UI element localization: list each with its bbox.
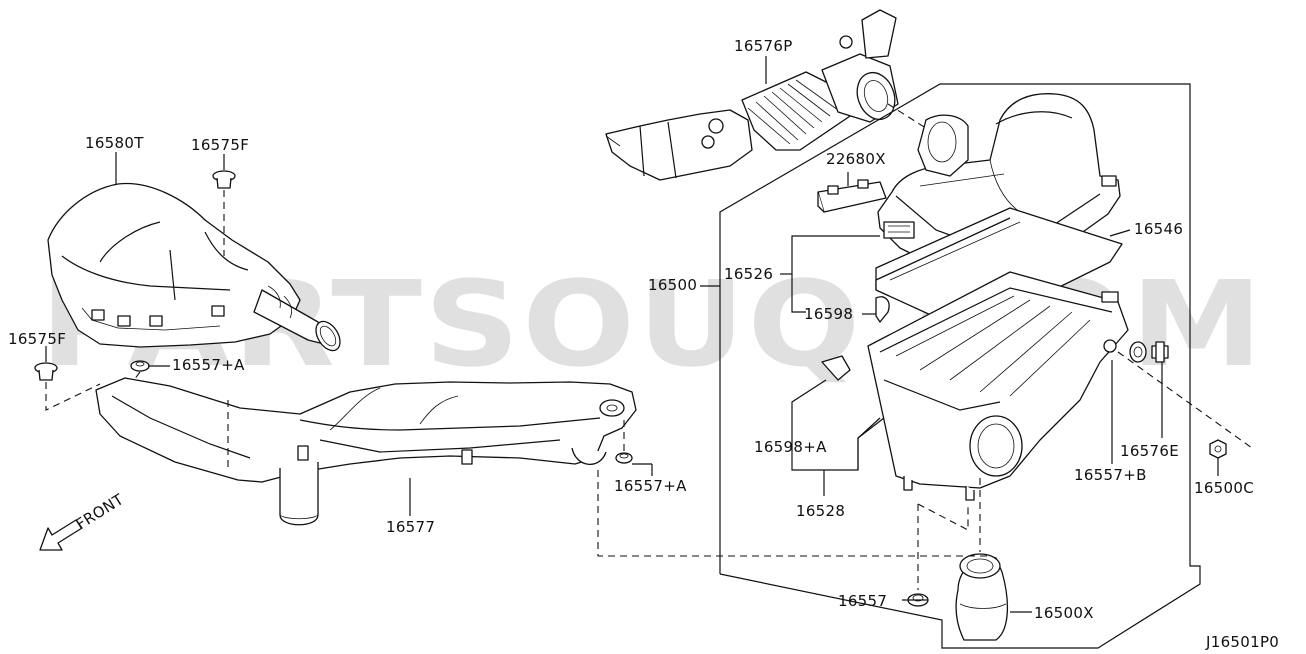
label-16557A-top: 16557+A <box>172 356 245 374</box>
air-flow-sensor-22680X[interactable] <box>817 179 887 213</box>
seal-16598A[interactable] <box>821 355 851 381</box>
grommet-16557A-bottom[interactable] <box>615 452 633 464</box>
label-16526: 16526 <box>724 265 773 283</box>
label-16500C: 16500C <box>1194 479 1254 497</box>
label-16557A-bottom: 16557+A <box>614 477 687 495</box>
seal-16598[interactable] <box>875 296 890 323</box>
label-16528: 16528 <box>796 502 845 520</box>
label-16575F-top: 16575F <box>191 136 249 154</box>
duct-cover-16580T[interactable] <box>47 182 345 354</box>
front-direction-indicator: FRONT <box>39 490 128 551</box>
label-16598: 16598 <box>804 305 853 323</box>
label-16557B: 16557+B <box>1074 466 1147 484</box>
cleaner-case-16528[interactable] <box>867 271 1129 501</box>
label-16576P: 16576P <box>734 37 793 55</box>
grommet-16557B[interactable] <box>1129 341 1147 363</box>
label-22680X: 22680X <box>826 150 886 168</box>
label-16577: 16577 <box>386 518 435 536</box>
label-16576E: 16576E <box>1120 442 1179 460</box>
bracket-16500 <box>719 83 1201 649</box>
label-16598A: 16598+A <box>754 438 827 456</box>
diagram-code: J16501P0 <box>1205 633 1279 651</box>
filter-element-16546[interactable] <box>875 207 1123 333</box>
front-label: FRONT <box>73 490 128 533</box>
label-16575F-left: 16575F <box>8 330 66 348</box>
clip-16575F-top[interactable] <box>212 170 236 189</box>
label-16500: 16500 <box>648 276 697 294</box>
label-16580T: 16580T <box>85 134 144 152</box>
clip-16575F-left[interactable] <box>34 362 58 381</box>
grommet-16557A-top[interactable] <box>130 360 150 372</box>
label-16500X: 16500X <box>1034 604 1094 622</box>
bolt-16576E[interactable] <box>1151 341 1169 363</box>
label-16557: 16557 <box>838 592 887 610</box>
label-16546: 16546 <box>1134 220 1183 238</box>
inlet-duct-16576P[interactable] <box>605 9 901 181</box>
air-duct-16577[interactable] <box>95 377 637 526</box>
nut-16500C[interactable] <box>1209 439 1227 459</box>
hose-16500X[interactable] <box>955 553 1009 641</box>
